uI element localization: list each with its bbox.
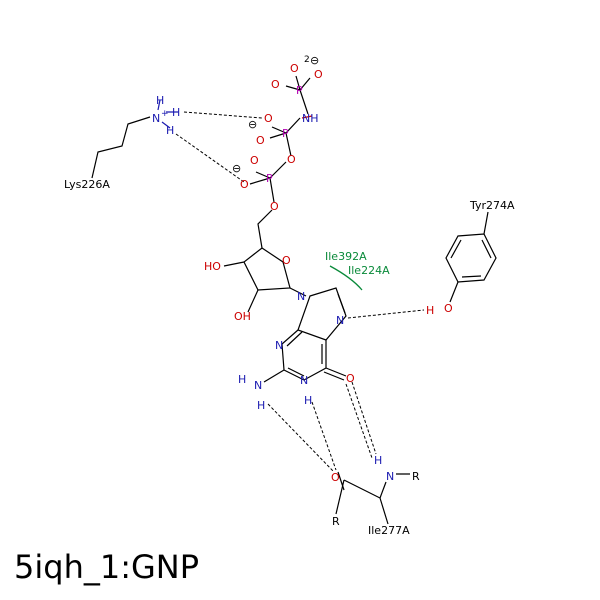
c5-bonds: [257, 209, 273, 249]
atom-o-p3b: O: [240, 178, 249, 191]
atom-p3: P: [266, 172, 273, 185]
atom-h-top: H: [156, 94, 164, 107]
atom-p1: P: [296, 84, 303, 97]
atom-p2: P: [282, 127, 289, 140]
hbond-n7-tyr: [347, 309, 425, 319]
residue-ile392: Ile392A: [325, 250, 367, 263]
charge-minus-1: ⊖: [310, 54, 319, 67]
ile277-wedge: [379, 481, 387, 499]
residue-tyr: Tyr274A: [469, 199, 515, 212]
charge-minus-3: ⊖: [232, 162, 241, 175]
atom-h-tyr: H: [426, 304, 434, 317]
p1-bonds: [285, 75, 311, 115]
atom-r-ile-c: R: [332, 515, 340, 528]
po-bonds: [301, 115, 313, 119]
hbond-lys-o2: [175, 133, 245, 183]
atom-h-n1: H: [304, 394, 312, 407]
atom-h-ile: H: [374, 454, 382, 467]
atom-nh: NH: [302, 112, 319, 125]
imidazole: [297, 287, 347, 341]
atom-o-p3a: O: [250, 154, 259, 167]
ribose-oh: [223, 261, 259, 313]
atom-n3: N: [275, 339, 283, 352]
carbonyl: [323, 367, 347, 381]
atom-oh-ribose: OH: [234, 310, 251, 323]
p3-bonds: [249, 161, 287, 203]
charge-minus-2: ⊖: [248, 118, 257, 131]
hbond-lys-o1: [183, 111, 263, 119]
atom-o-p2a: O: [264, 112, 273, 125]
atom-n2: N: [254, 379, 262, 392]
charge-2: 2: [304, 55, 310, 65]
atom-h-n2b: H: [257, 399, 265, 412]
pyrimidine: [281, 329, 327, 381]
atom-h-low: H: [166, 124, 174, 137]
atom-o-p1b: O: [314, 68, 323, 81]
ile277-co: [337, 471, 345, 491]
atom-ho-ribose: HO: [204, 260, 221, 273]
atom-o-p1c: O: [271, 78, 280, 91]
atom-o5: O: [270, 200, 279, 213]
residue-ile224: Ile224A: [348, 264, 390, 277]
hbonds: [175, 111, 425, 473]
hbond-o6-ile: [351, 381, 377, 455]
atom-o-p2c: O: [287, 153, 296, 166]
atom-n-ile: N: [386, 470, 394, 483]
pyrimidine-dbl: [286, 331, 323, 377]
ribose-ring: [243, 247, 291, 291]
diagram-caption: 5iqh_1:GNP: [14, 548, 200, 586]
atom-n7: N: [336, 314, 344, 327]
atom-o-p1a: O: [290, 62, 299, 75]
atom-o-ile: O: [331, 471, 340, 484]
residue-ile277: Ile277A: [368, 524, 410, 537]
atom-r-ile-n: R: [412, 470, 420, 483]
lys-chain: [91, 116, 151, 179]
glyco-bond: [289, 287, 307, 297]
c2-n2: [263, 369, 285, 383]
p2-bonds: [269, 117, 301, 157]
hydrophobic-arc: [329, 265, 363, 291]
hbond-n2-ile: [267, 403, 335, 473]
nh-bond: [157, 99, 178, 129]
atom-nplus: N: [152, 112, 160, 125]
atom-o-p2b: O: [256, 134, 265, 147]
tyr-ring-inner: [450, 239, 492, 278]
hetero-bonds: [157, 99, 313, 129]
atom-h-right: H: [172, 106, 180, 119]
hbond-o6-ile-b: [345, 383, 373, 459]
atom-o6: O: [346, 372, 355, 385]
residue-lys: Lys226A: [64, 178, 110, 191]
atom-h-n2a: H: [238, 373, 246, 386]
hbond-n1-ile: [311, 401, 337, 471]
tyr-stem: [449, 211, 489, 303]
tyr-ring: [445, 233, 497, 283]
atom-n1: N: [300, 374, 308, 387]
atom-o-tyr: O: [444, 302, 453, 315]
atom-n9: N: [297, 290, 305, 303]
atom-plus: +: [161, 109, 169, 119]
imidazole-dbl: [337, 293, 346, 314]
atom-o4: O: [282, 254, 291, 267]
bonds: [91, 75, 497, 525]
ile277-backbone: [335, 473, 410, 525]
